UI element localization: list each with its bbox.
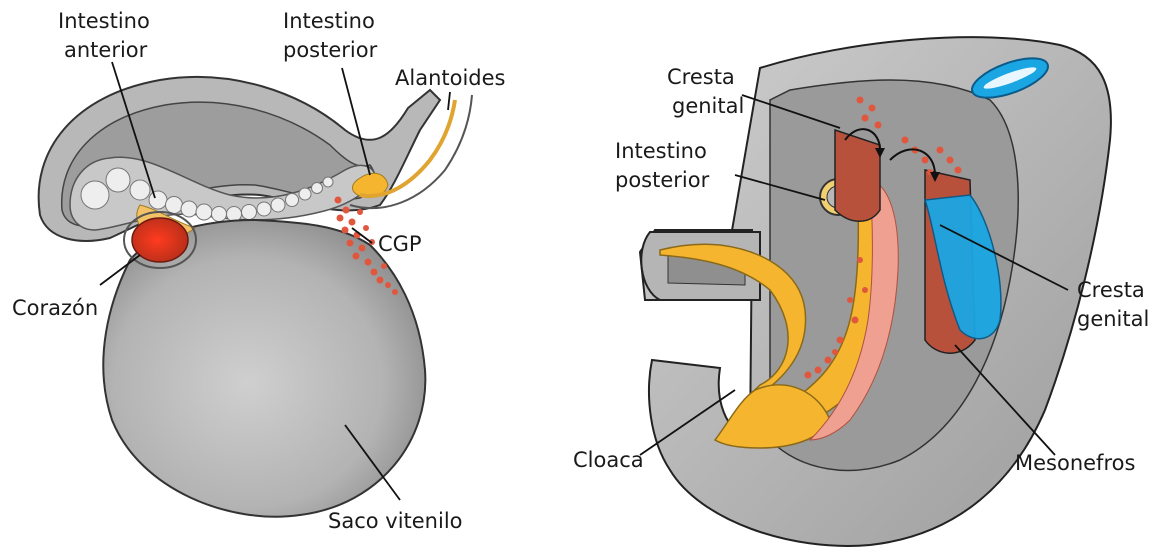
label-cresta-genital-right-2: genital: [1077, 307, 1149, 331]
label-corazon: Corazón: [12, 296, 98, 320]
label-intestino-anterior-1: Intestino: [58, 9, 150, 33]
genital-ridge-upper: [835, 130, 880, 221]
label-intestino-posterior-right-1: Intestino: [615, 139, 707, 163]
label-cresta-genital-right-1: Cresta: [1077, 278, 1145, 302]
label-cloaca: Cloaca: [573, 448, 644, 472]
label-cgp: CGP: [378, 232, 422, 256]
label-intestino-posterior-left-2: posterior: [283, 38, 378, 62]
label-saco-vitelino: Saco vitenilo: [328, 509, 463, 533]
label-intestino-posterior-left-1: Intestino: [283, 9, 375, 33]
label-mesonefros: Mesonefros: [1015, 451, 1135, 475]
left-embryo: [39, 77, 472, 517]
label-intestino-anterior-2: anterior: [64, 38, 148, 62]
label-cresta-genital-top-2: genital: [672, 94, 744, 118]
label-intestino-posterior-right-2: posterior: [615, 168, 710, 192]
heart: [132, 218, 188, 262]
label-alantoides: Alantoides: [395, 66, 506, 90]
yolk-sac: [103, 220, 425, 517]
label-cresta-genital-top-1: Cresta: [667, 65, 735, 89]
